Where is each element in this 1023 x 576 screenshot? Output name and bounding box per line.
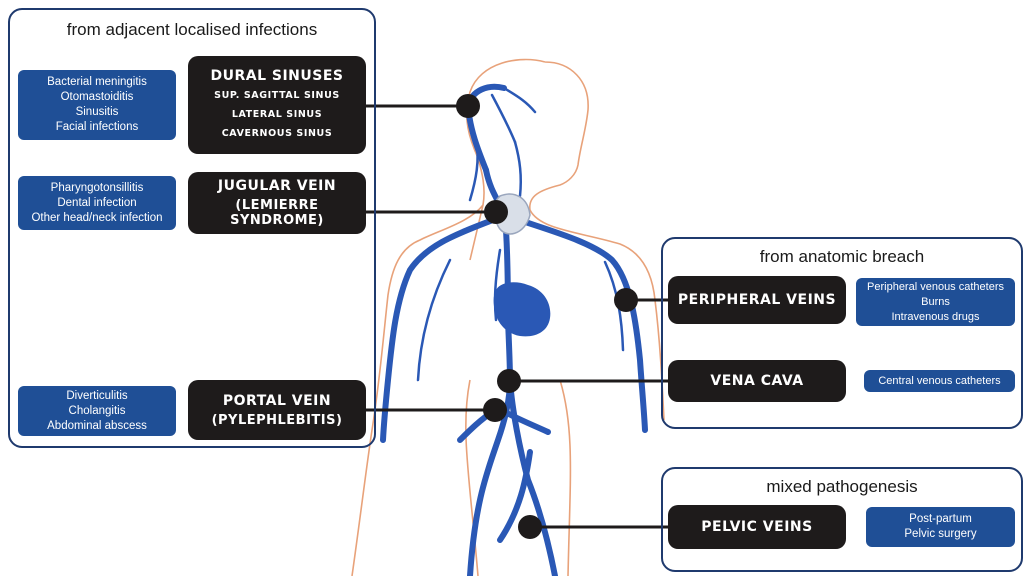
causes-pelvic: Post-partum Pelvic surgery — [866, 507, 1015, 547]
vessel-jugular-vein: JUGULAR VEIN (LEMIERRE SYNDROME) — [188, 172, 366, 234]
dot-vena-cava — [497, 369, 521, 393]
heart-shape — [494, 282, 551, 336]
cause-item: Post-partum — [909, 512, 972, 527]
cause-item: Central venous catheters — [878, 374, 1000, 389]
vessel-title: PELVIC VEINS — [701, 519, 812, 535]
vessel-subtitle: (LEMIERRE SYNDROME) — [188, 198, 366, 228]
cause-item: Abdominal abscess — [47, 419, 147, 434]
causes-portal: Diverticulitis Cholangitis Abdominal abs… — [18, 386, 176, 436]
cause-item: Dental infection — [57, 196, 136, 211]
group-title-mixed: mixed pathogenesis — [663, 477, 1021, 497]
causes-dural: Bacterial meningitis Otomastoiditis Sinu… — [18, 70, 176, 140]
dot-pelvic — [518, 515, 542, 539]
dot-jugular — [484, 200, 508, 224]
cause-item: Sinusitis — [76, 105, 119, 120]
vessel-title: PORTAL VEIN — [223, 393, 331, 409]
cause-item: Burns — [921, 295, 950, 310]
dot-dural — [456, 94, 480, 118]
cause-item: Cholangitis — [69, 404, 126, 419]
dot-peripheral — [614, 288, 638, 312]
small-veins — [418, 88, 623, 380]
causes-vena-cava: Central venous catheters — [864, 370, 1015, 392]
vessel-subtitle: (PYLEPHLEBITIS) — [212, 413, 343, 428]
vessel-title: DURAL SINUSES — [210, 68, 343, 84]
cause-item: Bacterial meningitis — [47, 75, 147, 90]
group-title-breach: from anatomic breach — [663, 247, 1021, 267]
vessel-subitem: SUP. SAGITTAL SINUS — [214, 86, 340, 105]
vessel-title: PERIPHERAL VEINS — [678, 292, 836, 308]
vessel-vena-cava: VENA CAVA — [668, 360, 846, 402]
cause-item: Diverticulitis — [66, 389, 127, 404]
cause-item: Facial infections — [56, 120, 138, 135]
cause-item: Otomastoiditis — [61, 90, 134, 105]
vessel-peripheral-veins: PERIPHERAL VEINS — [668, 276, 846, 324]
vessel-title: JUGULAR VEIN — [218, 178, 336, 194]
cause-item: Peripheral venous catheters — [867, 280, 1004, 295]
vessel-subitem: CAVERNOUS SINUS — [222, 124, 333, 143]
vessel-title: VENA CAVA — [710, 373, 803, 389]
vessel-pelvic-veins: PELVIC VEINS — [668, 505, 846, 549]
group-title-adjacent: from adjacent localised infections — [10, 20, 374, 40]
cause-item: Pharyngotonsillitis — [51, 181, 144, 196]
vessel-portal-vein: PORTAL VEIN (PYLEPHLEBITIS) — [188, 380, 366, 440]
cause-item: Intravenous drugs — [891, 310, 979, 325]
causes-jugular: Pharyngotonsillitis Dental infection Oth… — [18, 176, 176, 230]
cause-item: Pelvic surgery — [904, 527, 976, 542]
vessel-subitem: LATERAL SINUS — [232, 105, 322, 124]
cause-item: Other head/neck infection — [31, 211, 162, 226]
dot-portal — [483, 398, 507, 422]
vessel-dural-sinuses: DURAL SINUSES SUP. SAGITTAL SINUS LATERA… — [188, 56, 366, 154]
causes-peripheral: Peripheral venous catheters Burns Intrav… — [856, 278, 1015, 326]
